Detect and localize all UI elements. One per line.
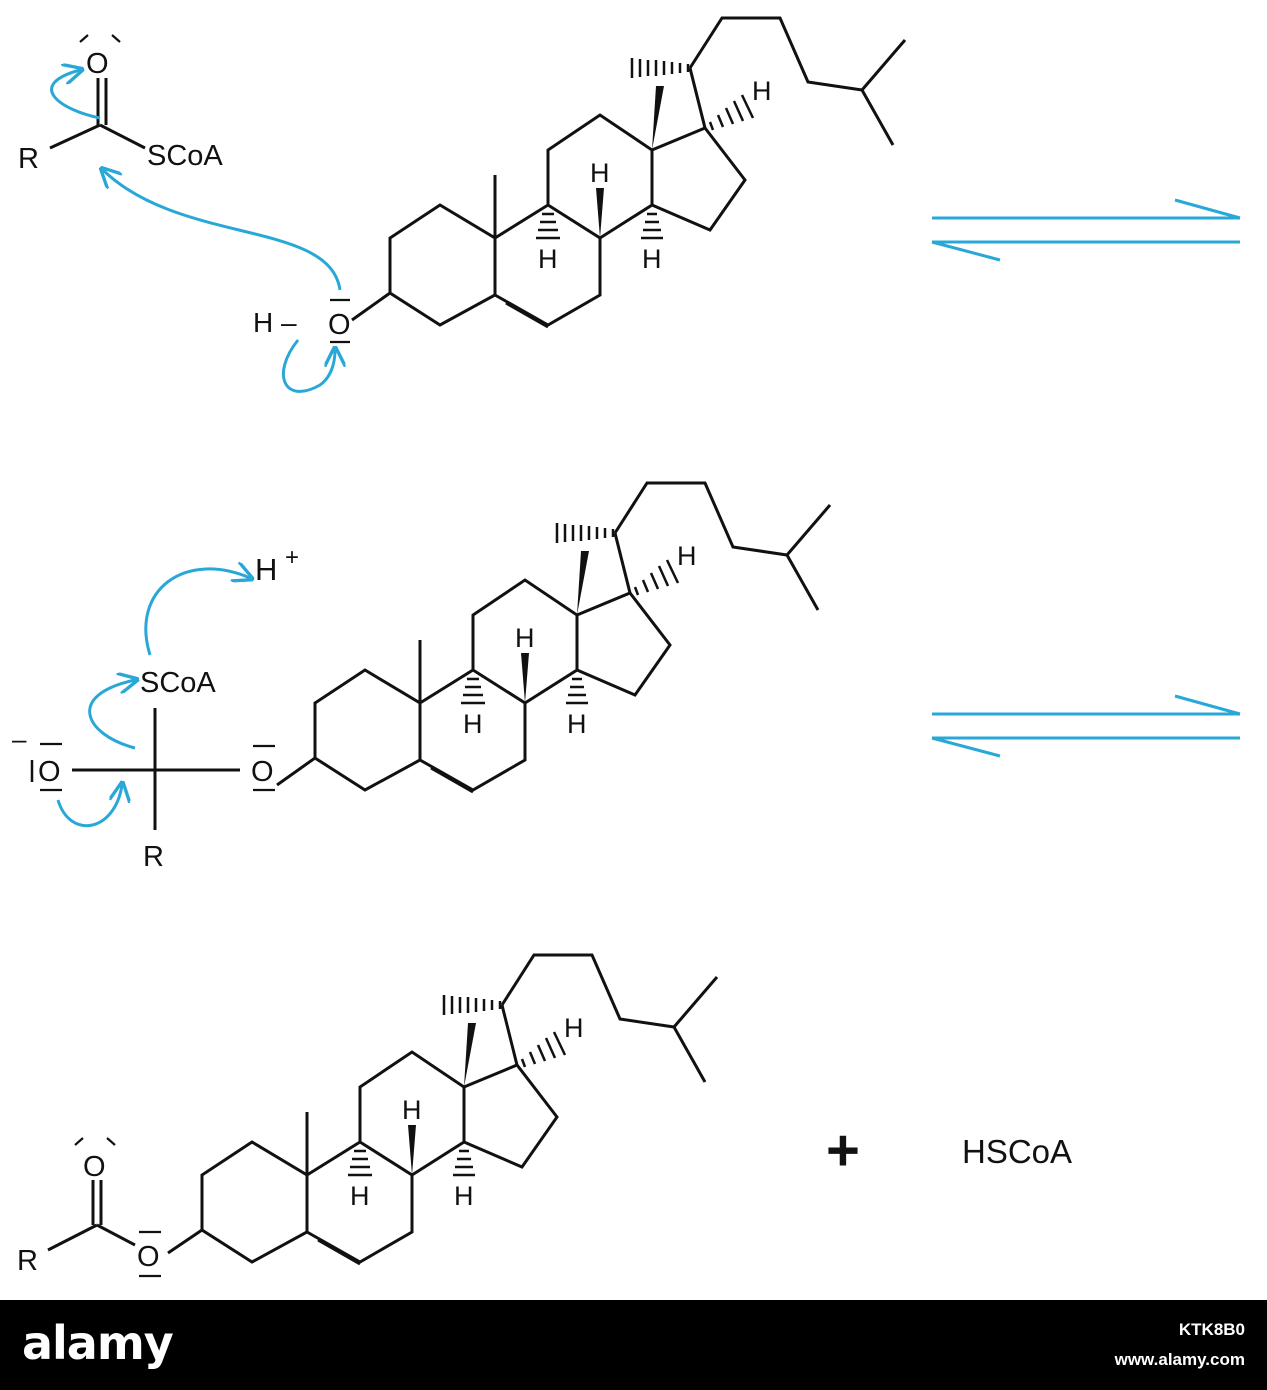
reaction-scheme: H H H H O R SCoA H – O: [12, 16, 1241, 1278]
plus-sign: +: [826, 1118, 860, 1183]
hydroxyl-hydrogen-label: H –: [253, 307, 297, 338]
electron-arrow-reform-carbonyl: [56, 785, 122, 828]
electron-arrow-nucleophilic-attack: [103, 170, 342, 291]
carbonyl-oxygen-label: O: [86, 48, 109, 80]
site-url: www.alamy.com: [1114, 1350, 1245, 1369]
watermark-footer: alamy KTK8B0 www.alamy.com: [0, 1300, 1267, 1390]
ester-oxygen-label: O: [251, 756, 274, 788]
oxyanion-charge: –: [12, 724, 27, 754]
ester-r-label: R: [17, 1245, 38, 1277]
hydroxyl-oxygen-label: O: [328, 309, 351, 341]
reaction-diagram: H H H H O R SCoA H – O: [12, 16, 1241, 1278]
intermediate-scoa-label: SCoA: [140, 667, 216, 699]
proton-charge: +: [285, 544, 299, 571]
equilibrium-arrow-1: [931, 198, 1241, 262]
image-id: KTK8B0: [1178, 1320, 1245, 1339]
equilibrium-arrow-2: [931, 694, 1241, 758]
electron-arrow-pi-bond: [50, 70, 101, 120]
reactant-panel: O R SCoA H – O: [18, 16, 907, 393]
cholesterol-skeleton: [388, 16, 907, 329]
ester-single-oxygen-label: O: [137, 1241, 160, 1273]
cholesterol-skeleton-2: [313, 481, 832, 794]
oxyanion-label: O: [38, 756, 61, 788]
proton-label: H: [255, 552, 277, 587]
electron-arrow-oh-bond: [281, 339, 335, 393]
cholesteryl-ester-skeleton: [200, 953, 719, 1266]
electron-arrow-scoa-leaving: [88, 680, 135, 750]
intermediate-r-label: R: [143, 841, 164, 873]
brand-logo: alamy: [22, 1316, 174, 1370]
intermediate-panel: SCoA R H + – O O: [12, 481, 832, 873]
hscoa-label: HSCoA: [962, 1133, 1072, 1170]
product-panel: O R O + HSCoA: [17, 953, 1072, 1278]
electron-arrow-to-proton: [144, 569, 250, 656]
r-group-label: R: [18, 143, 39, 175]
ester-carbonyl-oxygen-label: O: [83, 1151, 106, 1183]
scoa-label: SCoA: [147, 140, 223, 172]
